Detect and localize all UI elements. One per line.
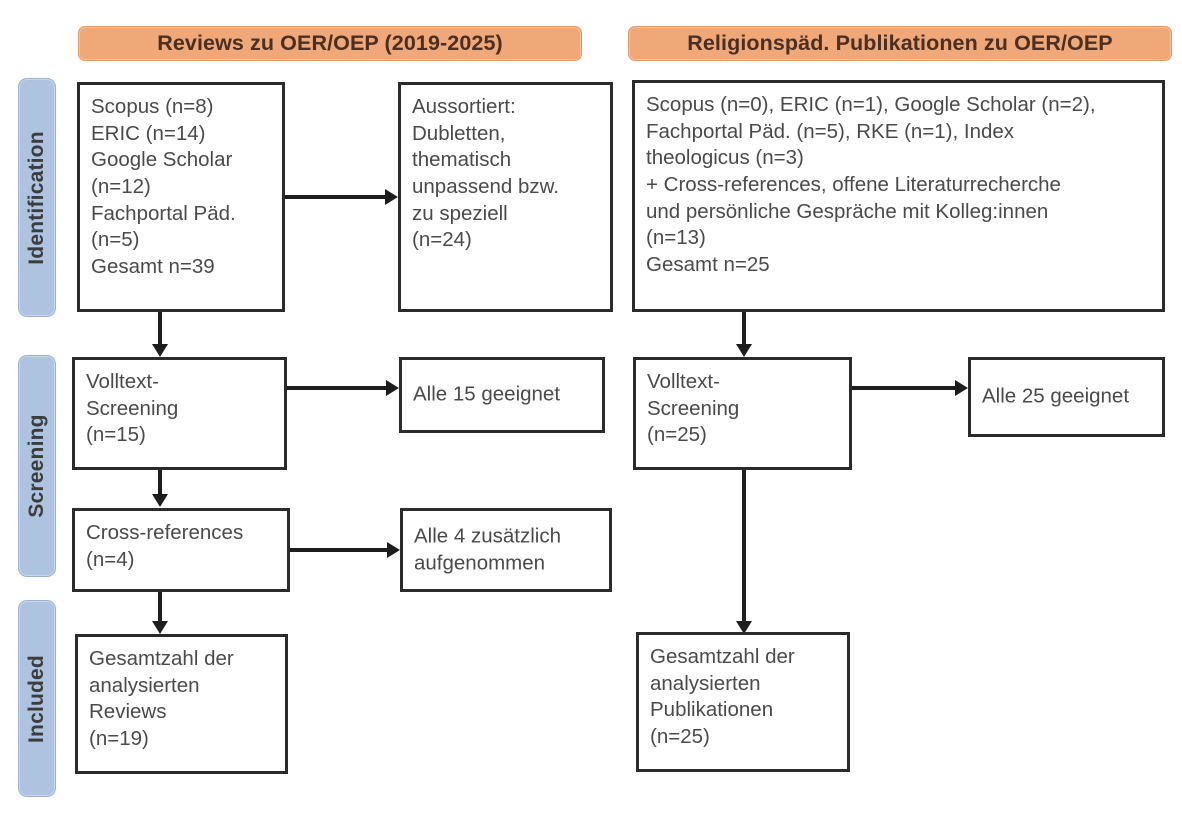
connector-left-crossrefs-to-included bbox=[158, 592, 162, 622]
stage-bar-included: Included bbox=[18, 600, 56, 797]
arrowhead-left-sources-to-excluded bbox=[385, 189, 398, 205]
column-header-reviews: Reviews zu OER/OEP (2019-2025) bbox=[78, 26, 582, 61]
box-left-cross-references: Cross-references (n=4) bbox=[72, 508, 290, 592]
connector-left-sources-to-excluded bbox=[285, 195, 385, 199]
connector-left-fulltext-to-eligible bbox=[287, 386, 386, 390]
column-header-religionspaed: Religionspäd. Publikationen zu OER/OEP bbox=[628, 26, 1172, 61]
box-right-fulltext-screening-text: Volltext- Screening (n=25) bbox=[647, 370, 740, 447]
box-left-cross-references-text: Cross-references (n=4) bbox=[86, 521, 244, 571]
box-left-identification-sources: Scopus (n=8) ERIC (n=14) Google Scholar … bbox=[77, 82, 285, 312]
box-right-identification-sources-text: Scopus (n=0), ERIC (n=1), Google Scholar… bbox=[646, 93, 1096, 276]
connector-right-fulltext-to-included bbox=[742, 470, 746, 622]
stage-label-included: Included bbox=[25, 654, 48, 743]
stage-bar-screening: Screening bbox=[18, 355, 56, 577]
connector-left-crossrefs-to-added bbox=[290, 548, 387, 552]
arrowhead-right-fulltext-to-included bbox=[736, 621, 752, 634]
column-header-religionspaed-label: Religionspäd. Publikationen zu OER/OEP bbox=[687, 31, 1113, 55]
box-left-fulltext-screening-text: Volltext- Screening (n=15) bbox=[86, 370, 179, 447]
stage-bar-identification: Identification bbox=[18, 78, 56, 317]
arrowhead-left-sources-to-fulltext bbox=[152, 344, 168, 357]
box-left-all-added: Alle 4 zusätzlich aufgenommen bbox=[400, 508, 612, 592]
box-left-all-added-text: Alle 4 zusätzlich aufgenommen bbox=[414, 524, 561, 574]
connector-right-fulltext-to-eligible bbox=[852, 386, 955, 390]
box-left-all-eligible-text: Alle 15 geeignet bbox=[413, 382, 561, 406]
arrowhead-right-fulltext-to-eligible bbox=[955, 380, 968, 396]
box-left-included-total-text: Gesamtzahl der analysierten Reviews (n=1… bbox=[89, 647, 234, 750]
box-left-excluded: Aussortiert: Dubletten, thematisch unpas… bbox=[398, 82, 613, 312]
stage-label-screening: Screening bbox=[25, 414, 48, 518]
connector-left-fulltext-to-crossrefs bbox=[158, 470, 162, 495]
box-left-fulltext-screening: Volltext- Screening (n=15) bbox=[72, 357, 287, 470]
column-header-reviews-label: Reviews zu OER/OEP (2019-2025) bbox=[157, 31, 503, 55]
connector-left-sources-to-fulltext bbox=[158, 312, 162, 345]
box-right-all-eligible-text: Alle 25 geeignet bbox=[982, 384, 1130, 408]
arrowhead-right-sources-to-fulltext bbox=[736, 344, 752, 357]
box-right-identification-sources: Scopus (n=0), ERIC (n=1), Google Scholar… bbox=[632, 80, 1165, 312]
arrowhead-left-crossrefs-to-added bbox=[387, 542, 400, 558]
box-right-fulltext-screening: Volltext- Screening (n=25) bbox=[633, 357, 852, 470]
arrowhead-left-fulltext-to-crossrefs bbox=[152, 494, 168, 507]
box-right-all-eligible: Alle 25 geeignet bbox=[968, 357, 1165, 437]
box-left-identification-sources-text: Scopus (n=8) ERIC (n=14) Google Scholar … bbox=[91, 95, 236, 278]
box-left-excluded-text: Aussortiert: Dubletten, thematisch unpas… bbox=[412, 95, 560, 252]
connector-right-sources-to-fulltext bbox=[742, 312, 746, 345]
stage-label-identification: Identification bbox=[25, 130, 48, 265]
box-left-included-total: Gesamtzahl der analysierten Reviews (n=1… bbox=[75, 634, 288, 774]
box-right-included-total: Gesamtzahl der analysierten Publikatione… bbox=[636, 632, 850, 772]
box-right-included-total-text: Gesamtzahl der analysierten Publikatione… bbox=[650, 645, 795, 748]
arrowhead-left-fulltext-to-eligible bbox=[386, 380, 399, 396]
box-left-all-eligible: Alle 15 geeignet bbox=[399, 357, 605, 433]
arrowhead-left-crossrefs-to-included bbox=[152, 621, 168, 634]
